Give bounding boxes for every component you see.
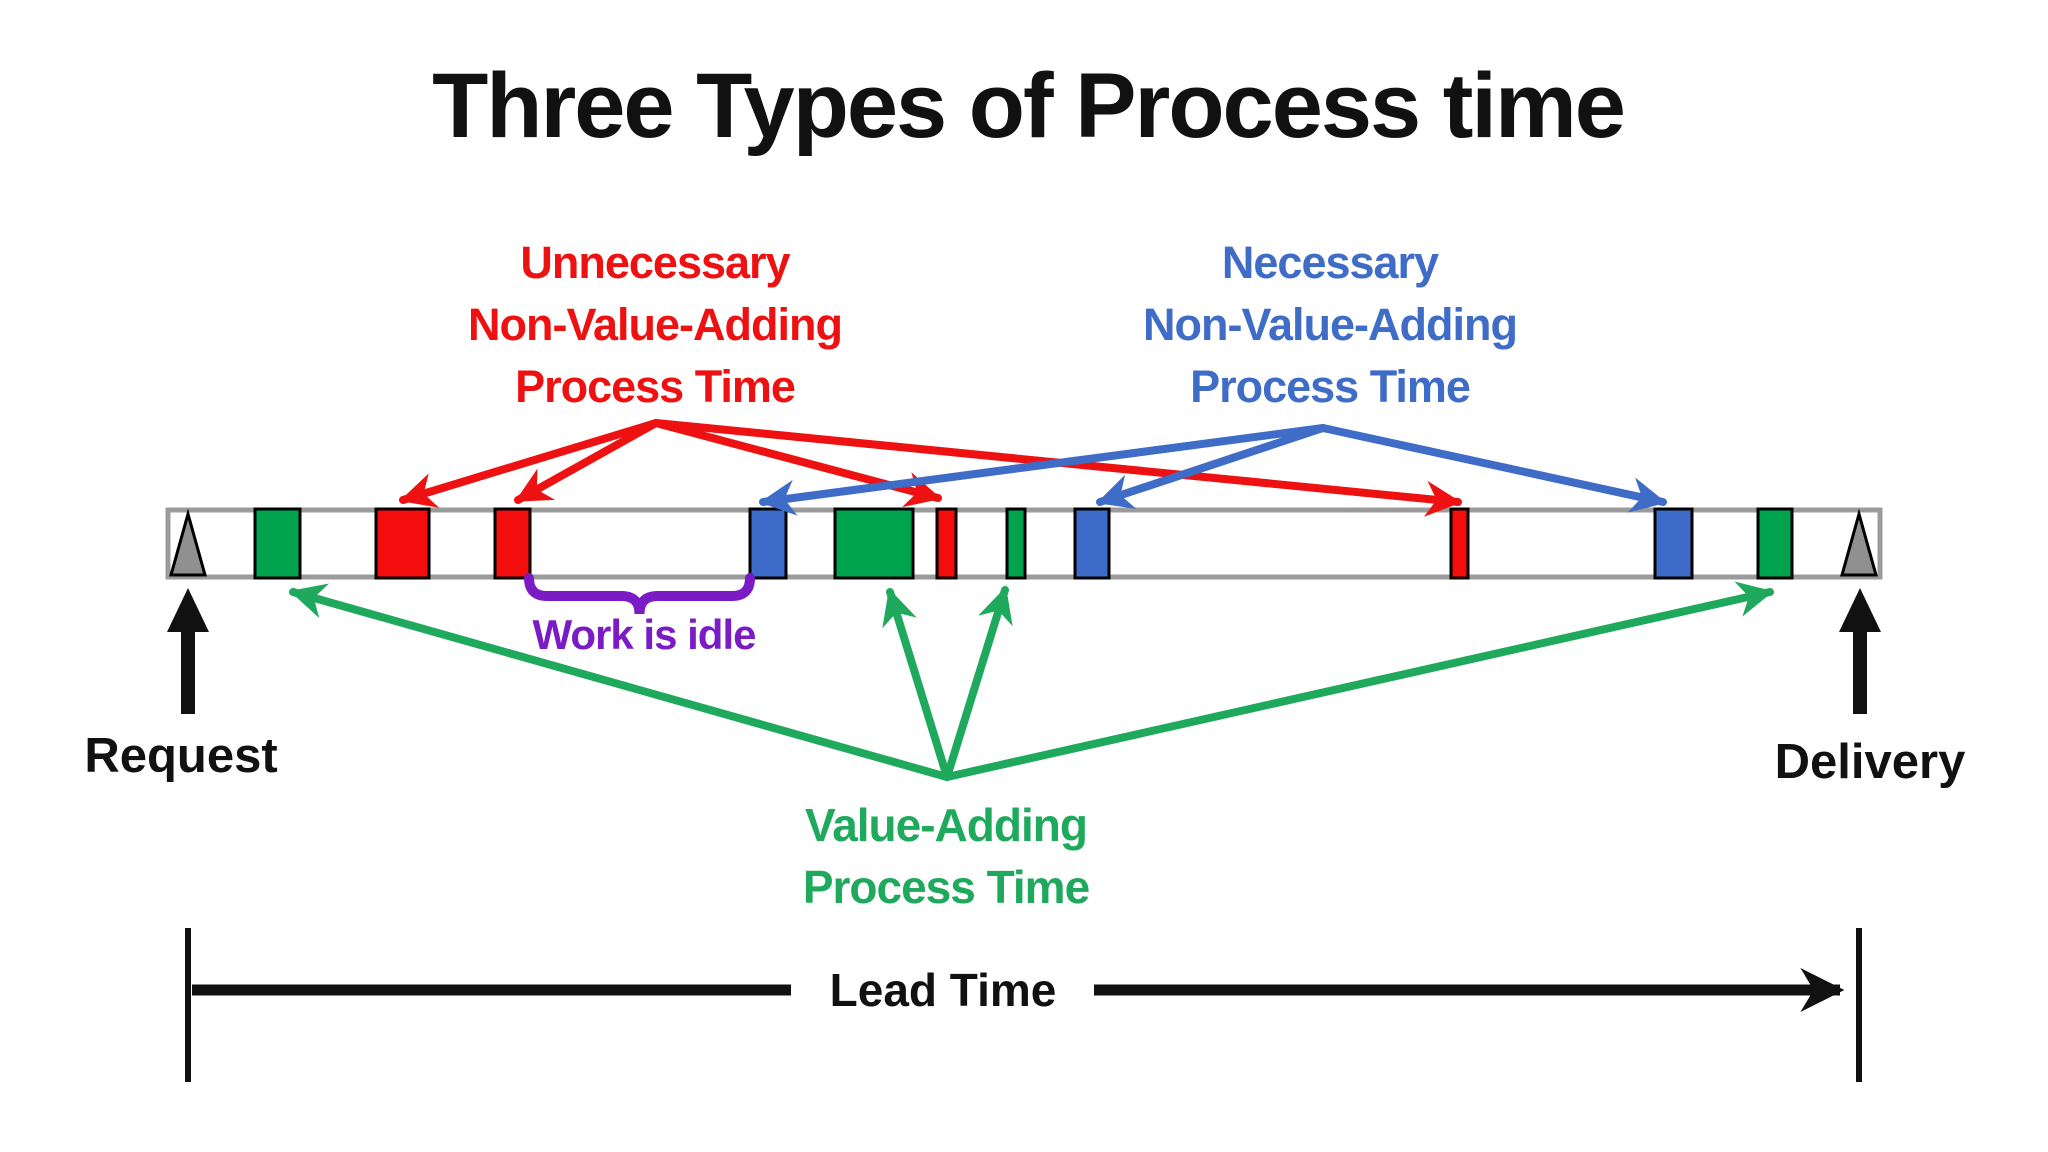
work-idle-brace: [524, 573, 755, 615]
red-process-segment: [493, 507, 532, 580]
label-unnecessary-line3: Process Time: [515, 361, 795, 412]
request-up-arrow: [167, 588, 209, 714]
gray-triangle-marker: [1840, 508, 1878, 577]
label-unnecessary-nva: Unnecessary Non-Value-Adding Process Tim…: [468, 237, 843, 412]
green-pointer-arrow: [289, 583, 951, 781]
label-value-adding: Value-Adding Process Time: [803, 799, 1091, 913]
green-pointer-arrow: [943, 581, 1774, 781]
green-process-segment: [833, 507, 915, 580]
label-work-is-idle: Work is idle: [533, 611, 756, 658]
gray-triangle-marker: [169, 508, 207, 577]
green-pointer-arrow: [943, 586, 1013, 781]
label-value-adding-line1: Value-Adding: [805, 799, 1087, 851]
green-process-segment: [253, 507, 302, 580]
label-necessary-line1: Necessary: [1222, 237, 1439, 288]
label-delivery: Delivery: [1775, 735, 1966, 789]
label-request: Request: [84, 729, 277, 783]
blue-process-segment: [1073, 507, 1111, 580]
blue-pointer-arrow: [1319, 424, 1667, 513]
label-necessary-line2: Non-Value-Adding: [1143, 299, 1517, 350]
red-process-segment: [1449, 507, 1470, 580]
delivery-up-arrow: [1839, 588, 1881, 714]
timeline-render-layer: [165, 419, 1883, 1082]
label-necessary-line3: Process Time: [1190, 361, 1470, 412]
green-process-segment: [1756, 507, 1794, 580]
red-process-segment: [374, 507, 431, 580]
label-lead-time: Lead Time: [830, 964, 1057, 1016]
red-pointer-arrow: [514, 419, 660, 504]
label-value-adding-line2: Process Time: [803, 861, 1090, 913]
label-unnecessary-line2: Non-Value-Adding: [468, 299, 842, 350]
page-title: Three Types of Process time: [432, 55, 1624, 157]
red-process-segment: [935, 507, 958, 580]
blue-pointer-arrow: [759, 424, 1327, 516]
blue-pointer-arrow: [1096, 424, 1327, 509]
red-pointer-arrow: [399, 419, 660, 508]
green-process-segment: [1005, 507, 1027, 580]
blue-process-segment: [748, 507, 788, 580]
green-pointer-arrow: [882, 588, 951, 781]
blue-process-segment: [1653, 507, 1694, 580]
label-necessary-nva: Necessary Non-Value-Adding Process Time: [1143, 237, 1518, 412]
label-unnecessary-line1: Unnecessary: [520, 237, 790, 288]
